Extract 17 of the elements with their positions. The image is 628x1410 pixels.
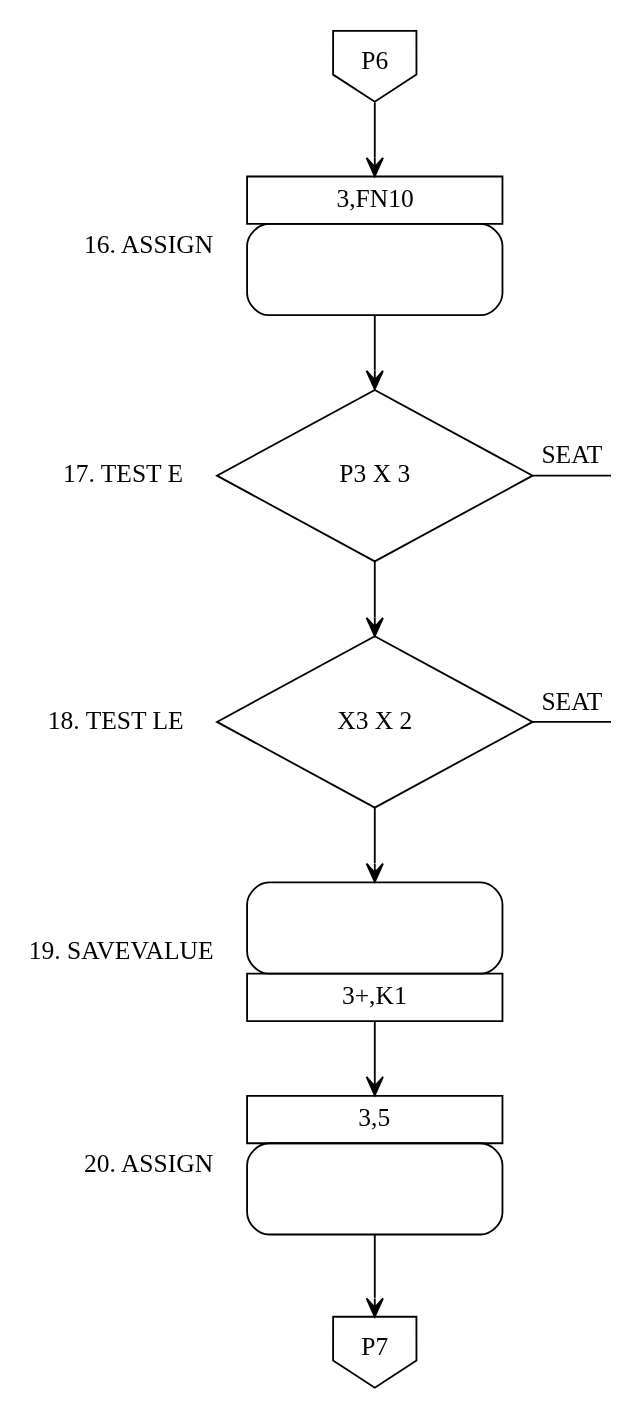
node-label: 17. TEST E: [62, 458, 184, 488]
arrow: [365, 560, 384, 637]
connector: [532, 720, 612, 723]
node-diamond: P3 X 3: [215, 388, 535, 562]
arrow: [365, 1019, 384, 1096]
node-label: 16. ASSIGN: [84, 229, 214, 259]
node-diamond: X3 X 2: [215, 634, 535, 809]
arrow: [365, 314, 384, 390]
arrow: [365, 806, 384, 883]
node-label: 19. SAVEVALUE: [28, 935, 214, 964]
node-label: 20. ASSIGN: [84, 1148, 214, 1178]
edge-label: SEAT: [541, 686, 603, 716]
edge-label: SEAT: [541, 439, 603, 469]
arrow: [365, 1233, 384, 1318]
node-label: 18. TEST LE: [47, 705, 184, 735]
connector: [532, 474, 612, 477]
arrow: [365, 101, 384, 177]
